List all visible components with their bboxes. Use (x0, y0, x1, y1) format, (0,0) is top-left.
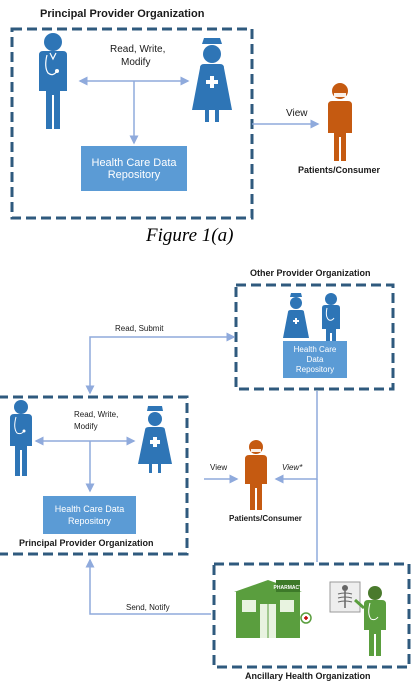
figure-b-access-label-1: Read, Write, (74, 410, 119, 419)
other-org-title: Other Provider Organization (250, 268, 371, 278)
figure-b-repo-line-1: Health Care Data (54, 504, 125, 514)
principal-org-border (0, 395, 189, 556)
other-org-repository: Health Care Data Repository (283, 341, 347, 378)
figure-a-org-title: Principal Provider Organization (40, 8, 205, 20)
send-notify-label: Send, Notify (126, 603, 170, 612)
doctor-icon (39, 33, 67, 129)
patient-icon (245, 440, 267, 510)
nurse-icon (283, 293, 309, 338)
send-notify-arrow (85, 558, 211, 615)
nurse-icon (192, 38, 232, 122)
other-repo-line-1: Health Care (293, 344, 337, 354)
figure-a-repository: Health Care Data Repository (81, 146, 187, 191)
figure-b-patient-label: Patients/Consumer (229, 514, 302, 523)
ancillary-org-title: Ancillary Health Organization (245, 671, 371, 681)
other-org-border (234, 283, 395, 391)
figure-b-repo-line-2: Repository (67, 516, 111, 526)
read-submit-label: Read, Submit (115, 324, 164, 333)
pharmacy-icon: PHARMACY (234, 580, 312, 638)
doctor-icon (10, 400, 32, 476)
figure-a-view-label: View (286, 108, 308, 119)
figure-a-patient-label: Patients/Consumer (298, 165, 381, 175)
figure-a-access-label-2: Modify (121, 57, 151, 68)
other-repo-line-3: Repository (295, 364, 335, 374)
read-submit-arrow (85, 332, 236, 395)
other-repo-line-2: Data (306, 354, 324, 364)
figure-b-access-label-2: Modify (74, 422, 98, 431)
principal-org-title: Principal Provider Organization (19, 538, 154, 548)
figure-a-repo-line-2: Repository (107, 168, 161, 181)
ancillary-org-border (212, 562, 411, 669)
figure-b-repository: Health Care Data Repository (43, 496, 136, 534)
nurse-icon (138, 406, 172, 473)
figure-b-view-label: View (210, 463, 228, 472)
xray-icon (329, 581, 361, 613)
figure-caption: Figure 1(a) (146, 225, 234, 246)
radiologist-icon (354, 586, 386, 656)
pharmacy-sign: PHARMACY (274, 585, 304, 591)
view-star-label: View* (282, 463, 303, 472)
doctor-icon (322, 293, 340, 351)
figure-a-access-label-1: Read, Write, (110, 44, 166, 55)
patient-icon (328, 83, 352, 161)
figure-a-repo-line-1: Health Care Data (91, 156, 177, 169)
